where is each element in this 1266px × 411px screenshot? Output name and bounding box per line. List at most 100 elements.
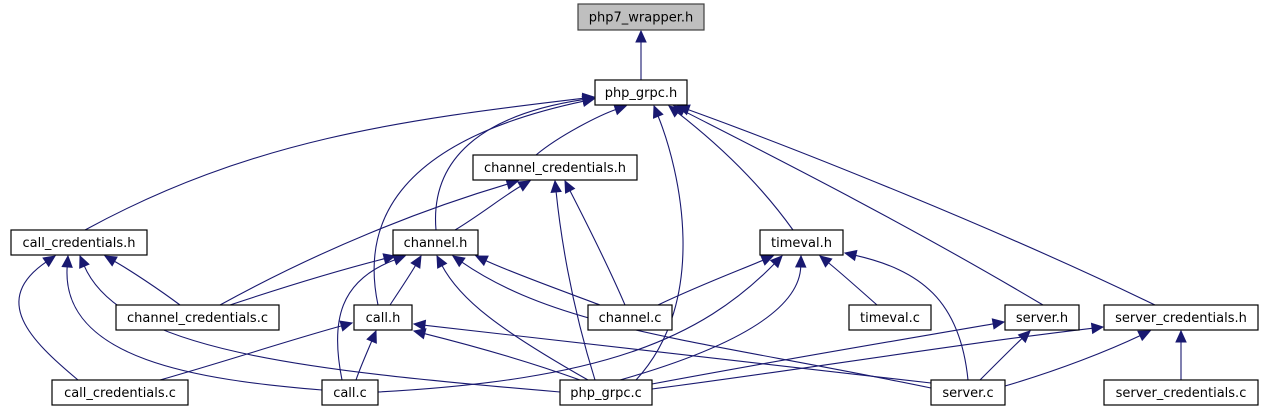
node-server-credentials-c[interactable]: server_credentials.c (1103, 379, 1259, 406)
node-label: php_grpc.h (605, 86, 678, 101)
node-call-c[interactable]: call.c (321, 379, 379, 406)
node-server-c[interactable]: server.c (930, 379, 1006, 406)
edge-line (854, 254, 969, 381)
node-channel-c[interactable]: channel.c (587, 304, 673, 331)
arrowhead-icon (392, 254, 407, 266)
node-timeval-h[interactable]: timeval.h (759, 229, 844, 256)
node-box (353, 304, 413, 331)
node-label: call_credentials.h (23, 236, 136, 251)
edge-channel-credentials-h-to-php-grpc-h (535, 104, 628, 156)
node-channel-h[interactable]: channel.h (392, 229, 479, 256)
edge-channel-credentials-c-to-call-credentials-h (103, 255, 181, 306)
node-box (587, 304, 673, 331)
edge-line (827, 261, 878, 306)
node-label: php7_wrapper.h (589, 11, 693, 26)
edge-line (651, 323, 995, 385)
edge-line (336, 258, 396, 381)
node-call-credentials-h[interactable]: call_credentials.h (10, 229, 148, 256)
node-php7-wrapper-h: php7_wrapper.h (577, 3, 705, 31)
node-call-credentials-c[interactable]: call_credentials.c (51, 379, 189, 406)
edge-server-c-to-timeval-h (843, 249, 969, 381)
edge-line (355, 340, 373, 381)
edge-line (423, 332, 581, 381)
node-channel-credentials-c[interactable]: channel_credentials.c (115, 304, 280, 331)
node-label: channel_credentials.c (127, 311, 268, 326)
arrowhead-icon (991, 318, 1006, 330)
node-label: php_grpc.c (570, 386, 642, 401)
node-box (10, 229, 148, 256)
arrowhead-icon (819, 255, 833, 268)
edge-line (979, 337, 1024, 381)
edge-line (682, 110, 1044, 306)
edge-line (389, 264, 417, 306)
edge-channel-c-to-timeval-h (657, 255, 775, 306)
edge-server-c-to-server-credentials-h (1004, 330, 1152, 387)
node-label: call.h (366, 311, 401, 326)
node-timeval-c[interactable]: timeval.c (848, 304, 932, 331)
edge-line (657, 259, 765, 306)
edge-call-c-to-call-h (355, 329, 377, 381)
edge-call-credentials-c-to-call-h (159, 320, 354, 381)
edge-line (569, 189, 626, 306)
node-call-h[interactable]: call.h (353, 304, 413, 331)
node-label: timeval.h (771, 236, 832, 251)
edge-line (83, 264, 561, 393)
edge-server-c-to-channel-h (452, 255, 932, 389)
node-server-credentials-h[interactable]: server_credentials.h (1103, 304, 1259, 331)
edge-server-credentials-c-to-server-credentials-h (1175, 329, 1187, 380)
arrowhead-icon (652, 104, 664, 119)
edge-channel-credentials-c-to-channel-h (229, 253, 397, 306)
edge-call-h-to-channel-h (389, 254, 422, 306)
node-label: channel.c (599, 311, 662, 326)
node-channel-credentials-h[interactable]: channel_credentials.h (472, 154, 638, 181)
edge-line (113, 260, 181, 306)
node-label: channel_credentials.h (484, 161, 626, 176)
edge-line (84, 97, 585, 231)
arrowhead-icon (517, 180, 532, 192)
node-server-h[interactable]: server.h (1004, 304, 1080, 331)
node-php-grpc-h[interactable]: php_grpc.h (594, 79, 688, 106)
arrowhead-icon (613, 104, 628, 116)
edges-layer (18, 29, 1187, 393)
arrowhead-icon (412, 328, 427, 340)
edge-line (619, 265, 802, 381)
edge-call-c-to-call-credentials-h (61, 254, 323, 391)
edge-call-c-to-timeval-h (377, 255, 783, 393)
arrowhead-icon (42, 255, 57, 268)
arrowhead-icon (550, 179, 562, 194)
arrowhead-icon (1090, 322, 1105, 335)
node-box (472, 154, 638, 181)
arrowhead-icon (843, 249, 858, 262)
edge-php-grpc-c-to-call-h (412, 328, 581, 381)
node-box (930, 379, 1006, 406)
edge-channel-c-to-channel-h (474, 255, 601, 306)
edge-php-grpc-c-to-php-grpc-h (635, 104, 684, 381)
edge-server-c-to-server-h (979, 330, 1031, 381)
arrowhead-icon (794, 254, 807, 268)
arrowhead-icon (61, 254, 73, 268)
edge-line (377, 262, 776, 393)
edge-line (66, 265, 323, 391)
edge-line (535, 108, 617, 156)
node-box (1004, 304, 1080, 331)
node-box (594, 79, 688, 106)
node-label: call.c (333, 386, 367, 401)
arrowhead-icon (474, 255, 489, 267)
edge-line (1004, 334, 1142, 387)
node-box (1103, 304, 1259, 331)
edge-timeval-c-to-timeval-h (819, 255, 878, 306)
edge-line (676, 111, 794, 231)
arrowhead-icon (581, 95, 596, 108)
node-box (51, 379, 189, 406)
edge-line (687, 108, 1156, 306)
node-label: call_credentials.c (64, 386, 176, 401)
node-box (559, 379, 653, 406)
node-php-grpc-c[interactable]: php_grpc.c (559, 379, 653, 406)
edge-line (555, 190, 596, 381)
node-label: server_credentials.h (1115, 311, 1247, 326)
arrowhead-icon (366, 329, 377, 344)
edge-php-grpc-h-to-php7-wrapper-h (635, 29, 647, 80)
arrowhead-icon (769, 255, 783, 269)
node-box (759, 229, 844, 256)
edge-line (373, 100, 585, 306)
